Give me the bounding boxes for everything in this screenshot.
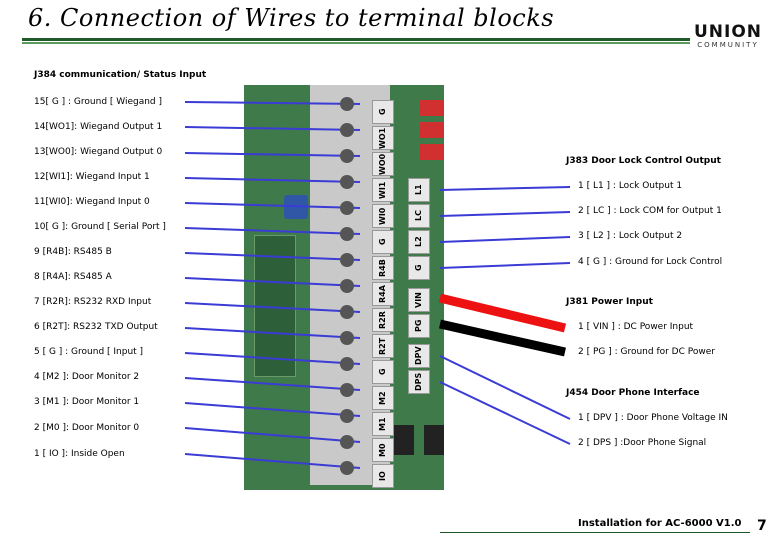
- power-wire-red: [438, 293, 567, 333]
- leader-lines-j384: [184, 101, 361, 469]
- j384-pin-15: 15[ G ] : Ground [ Wiegand ]: [34, 97, 163, 107]
- j383-pin-4: 4 [ G ] : Ground for Lock Control: [578, 257, 723, 267]
- terminal-hole: [340, 175, 354, 189]
- j384-pin-14: 14[WO1]: Wiegand Output 1: [34, 122, 163, 132]
- leader-j384-4: [184, 377, 361, 391]
- leader-j384-7: [184, 302, 361, 313]
- j454-pin-2: 2 [ DPS ] :Door Phone Signal: [578, 438, 707, 448]
- j383-pin-2: 2 [ LC ] : Lock COM for Output 1: [578, 206, 722, 216]
- j384-pin-9: 9 [R4B]: RS485 B: [34, 247, 112, 257]
- leader-j383-3: [439, 236, 571, 243]
- leader-j384-8: [184, 277, 361, 287]
- page-title: 6. Connection of Wires to terminal block…: [28, 4, 555, 32]
- j454-header: J454 Door Phone Interface: [566, 388, 700, 398]
- terminal-hole: [340, 331, 354, 345]
- leader-j384-11: [184, 202, 361, 209]
- terminal-hole: [340, 461, 354, 475]
- leader-j384-3: [184, 402, 361, 417]
- terminal-hole: [340, 227, 354, 241]
- leader-j384-2: [184, 427, 361, 443]
- terminal-hole: [340, 279, 354, 293]
- terminal-hole: [340, 123, 354, 137]
- j383-header: J383 Door Lock Control Output: [566, 156, 721, 166]
- j384-pin-1: 1 [ IO ]: Inside Open: [34, 449, 125, 459]
- fuse-2: [424, 425, 444, 455]
- j383-pin-3: 3 [ L2 ] : Lock Output 2: [578, 231, 683, 241]
- leader-j384-15: [184, 101, 361, 105]
- j384-pin-13: 13[WO0]: Wiegand Output 0: [34, 147, 163, 157]
- leader-j384-1: [184, 453, 361, 469]
- logo-wordmark: UNION: [693, 22, 763, 42]
- j381-pin-1: 1 [ VIN ] : DC Power Input: [578, 322, 694, 332]
- leader-lines-right: [439, 186, 571, 445]
- j384-pin-10: 10[ G ]: Ground [ Serial Port ]: [34, 222, 166, 232]
- j384-pin-8: 8 [R4A]: RS485 A: [34, 272, 112, 282]
- terminal-hole: [340, 357, 354, 371]
- footer-rule: [440, 532, 750, 533]
- j384-pin-6: 6 [R2T]: RS232 TXD Output: [34, 322, 158, 332]
- terminal-hole: [340, 409, 354, 423]
- j384-pin-3: 3 [M1 ]: Door Monitor 1: [34, 397, 140, 407]
- leader-j384-9: [184, 252, 361, 261]
- terminal-hole: [340, 253, 354, 267]
- red-lever-2: [420, 122, 444, 138]
- leader-j454-2: [439, 381, 571, 445]
- leader-j384-10: [184, 227, 361, 235]
- union-community-logo: UNION COMMUNITY: [692, 22, 764, 50]
- j383-pin-1: 1 [ L1 ] : Lock Output 1: [578, 181, 683, 191]
- terminal-hole: [340, 149, 354, 163]
- fuse-1: [394, 425, 414, 455]
- title-rule: [22, 38, 690, 41]
- j384-pin-11: 11[WI0]: Wiegand Input 0: [34, 197, 150, 207]
- leader-j384-5: [184, 352, 361, 365]
- footer-text: Installation for AC-6000 V1.0: [578, 518, 742, 529]
- leader-j454-1: [439, 355, 571, 420]
- j384-pin-5: 5 [ G ] : Ground [ Input ]: [34, 347, 144, 357]
- terminal-hole: [340, 435, 354, 449]
- j384-pin-4: 4 [M2 ]: Door Monitor 2: [34, 372, 140, 382]
- leader-j384-12: [184, 177, 361, 183]
- leader-j384-13: [184, 152, 361, 157]
- terminal-hole: [340, 201, 354, 215]
- j384-header: J384 communication/ Status Input: [34, 70, 207, 80]
- red-lever-1: [420, 100, 444, 116]
- terminal-hole: [340, 97, 354, 111]
- leader-j383-4: [439, 262, 571, 269]
- terminal-hole: [340, 305, 354, 319]
- logo-tagline: COMMUNITY: [697, 41, 759, 49]
- j384-pin-12: 12[WI1]: Wiegand Input 1: [34, 172, 150, 182]
- j381-header: J381 Power Input: [566, 297, 653, 307]
- terminal-hole: [340, 383, 354, 397]
- leader-j384-6: [184, 327, 361, 339]
- leader-j383-2: [439, 211, 571, 217]
- red-lever-3: [420, 144, 444, 160]
- title-rule-accent: [22, 42, 690, 44]
- leader-j383-1: [439, 186, 571, 191]
- j384-pin-7: 7 [R2R]: RS232 RXD Input: [34, 297, 152, 307]
- j384-pin-2: 2 [M0 ]: Door Monitor 0: [34, 423, 140, 433]
- j454-pin-1: 1 [ DPV ] : Door Phone Voltage IN: [578, 413, 728, 423]
- ground-wire-black: [439, 319, 566, 357]
- page-number: 7: [757, 518, 767, 534]
- j381-pin-2: 2 [ PG ] : Ground for DC Power: [578, 347, 715, 357]
- leader-j384-14: [184, 126, 361, 131]
